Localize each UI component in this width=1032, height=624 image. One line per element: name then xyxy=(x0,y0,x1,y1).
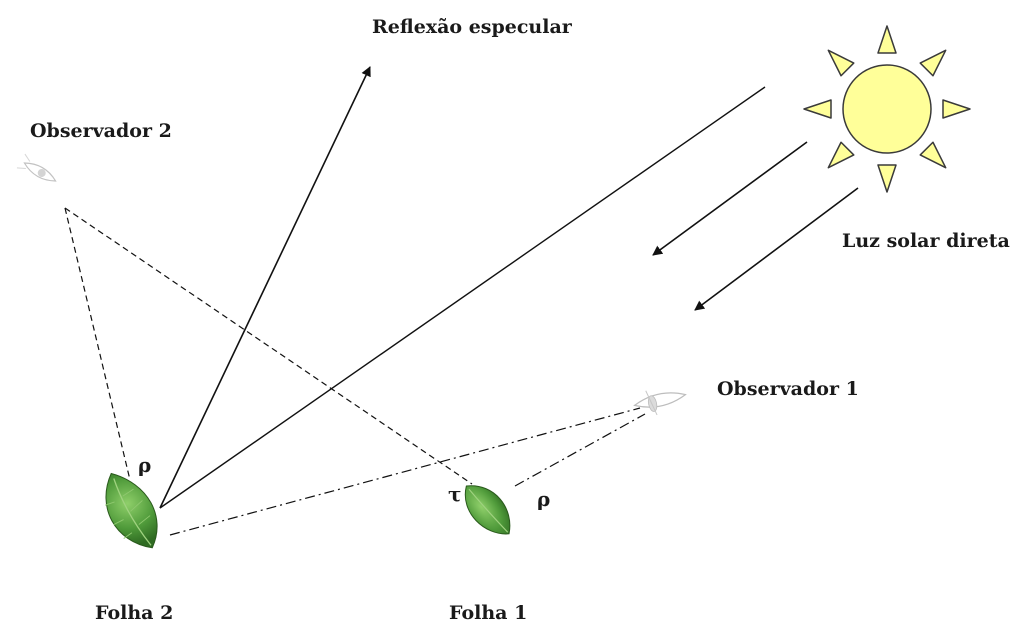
rho-symbol-leaf2: ρ xyxy=(138,453,151,477)
observer1-label: Observador 1 xyxy=(717,378,859,400)
observer2-to-leaf1-dashed xyxy=(64,207,473,485)
observer2-to-leaf2-dashed xyxy=(64,207,131,481)
tau-symbol-leaf1: τ xyxy=(448,482,461,506)
sun-icon xyxy=(803,25,971,193)
rho-symbol-leaf1: ρ xyxy=(537,487,550,511)
specular-reflection-label: Reflexão especular xyxy=(372,16,573,38)
leaf2-label: Folha 2 xyxy=(95,602,173,624)
incident-sun-ray xyxy=(159,86,766,509)
sunlight-label: Luz solar direta xyxy=(842,230,1010,252)
sunlight-arrow-2 xyxy=(694,187,859,311)
leaf-icon xyxy=(104,472,158,549)
leaf-icon xyxy=(464,485,511,535)
eye-icon xyxy=(16,153,57,182)
observer2-label: Observador 2 xyxy=(30,120,172,142)
leaf1-label: Folha 1 xyxy=(449,602,527,624)
observer1-to-leaf1-dashdot xyxy=(514,413,646,487)
eye-icon xyxy=(633,390,687,416)
observer1-to-leaf2-dashdot xyxy=(169,407,641,536)
sunlight-arrow-1 xyxy=(652,141,808,256)
specular-reflection-arrow xyxy=(159,66,371,509)
